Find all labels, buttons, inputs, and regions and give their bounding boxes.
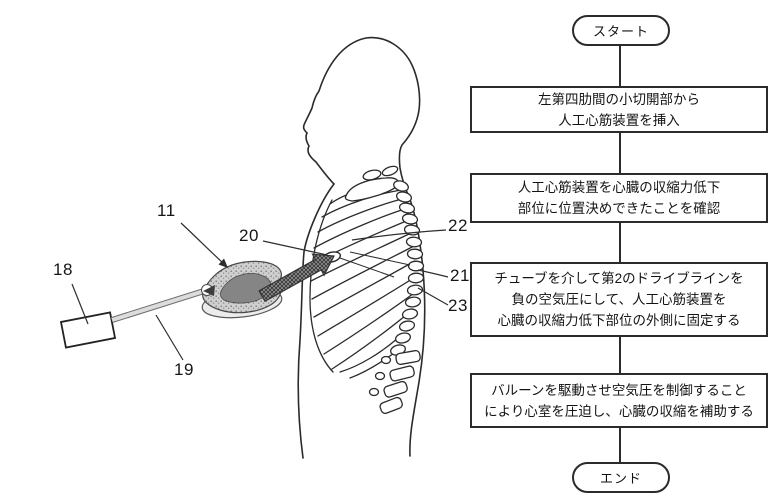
insertion-arrow — [258, 253, 335, 303]
step-2-line-1: 人工心筋装置を心臓の収縮力低下 — [517, 180, 721, 195]
flow-connector-5 — [619, 428, 621, 462]
flow-connector-3 — [619, 223, 621, 262]
leader-20 — [262, 240, 328, 256]
process-step-4: バルーンを駆動させ空気圧を制御すること により心室を圧迫し、心臓の収縮を補助する — [470, 373, 768, 428]
leader-11 — [180, 222, 224, 264]
ref-label-18: 18 — [53, 260, 73, 279]
drive-tube — [111, 288, 205, 323]
process-step-1: 左第四肋間の小切開部から 人工心筋装置を挿入 — [470, 86, 768, 133]
ref-label-22: 22 — [448, 216, 468, 235]
step-1-line-1: 左第四肋間の小切開部から — [538, 91, 700, 107]
step-3-line-1: チューブを介して第2のドライブラインを — [494, 271, 744, 286]
step-4-line-2: により心室を圧迫し、心臓の収縮を補助する — [484, 403, 754, 419]
leader-22 — [351, 229, 447, 241]
leader-19 — [155, 314, 184, 361]
step-1-line-2: 人工心筋装置を挿入 — [558, 112, 680, 128]
step-4-line-1: バルーンを駆動させ空気圧を制御すること — [491, 382, 747, 398]
connector-box — [59, 311, 117, 349]
process-step-3: チューブを介して第2のドライブラインを 負の空気圧にして、人工心筋装置を 心臓の… — [470, 262, 768, 337]
human-body-outline — [297, 36, 426, 459]
leader-18 — [71, 283, 89, 325]
ref-label-20: 20 — [239, 226, 259, 245]
end-label: エンド — [599, 471, 642, 486]
start-terminator: スタート — [572, 15, 670, 46]
step-3-line-2: 負の空気圧にして、人工心筋装置を — [511, 292, 727, 307]
flow-connector-1 — [619, 46, 621, 86]
chest-detail-lines — [339, 251, 411, 278]
leader-23 — [417, 287, 449, 306]
ref-label-21: 21 — [450, 266, 470, 285]
leader-lines — [71, 222, 449, 361]
step-3-line-3: 心臓の収縮力低下部位の外側に固定する — [497, 313, 741, 328]
flow-connector-4 — [619, 337, 621, 373]
leader-11-arrowhead — [218, 258, 228, 268]
leader-21 — [417, 269, 449, 278]
spine — [368, 180, 425, 415]
ref-label-19: 19 — [174, 360, 194, 379]
step-2-line-2: 部位に位置決めできたことを確認 — [517, 201, 721, 216]
ref-label-23: 23 — [448, 296, 468, 315]
process-step-2: 人工心筋装置を心臓の収縮力低下 部位に位置決めできたことを確認 — [470, 173, 768, 223]
ref-label-11: 11 — [157, 201, 176, 220]
flow-connector-2 — [619, 133, 621, 173]
start-label: スタート — [592, 24, 649, 39]
end-terminator: エンド — [572, 462, 670, 493]
